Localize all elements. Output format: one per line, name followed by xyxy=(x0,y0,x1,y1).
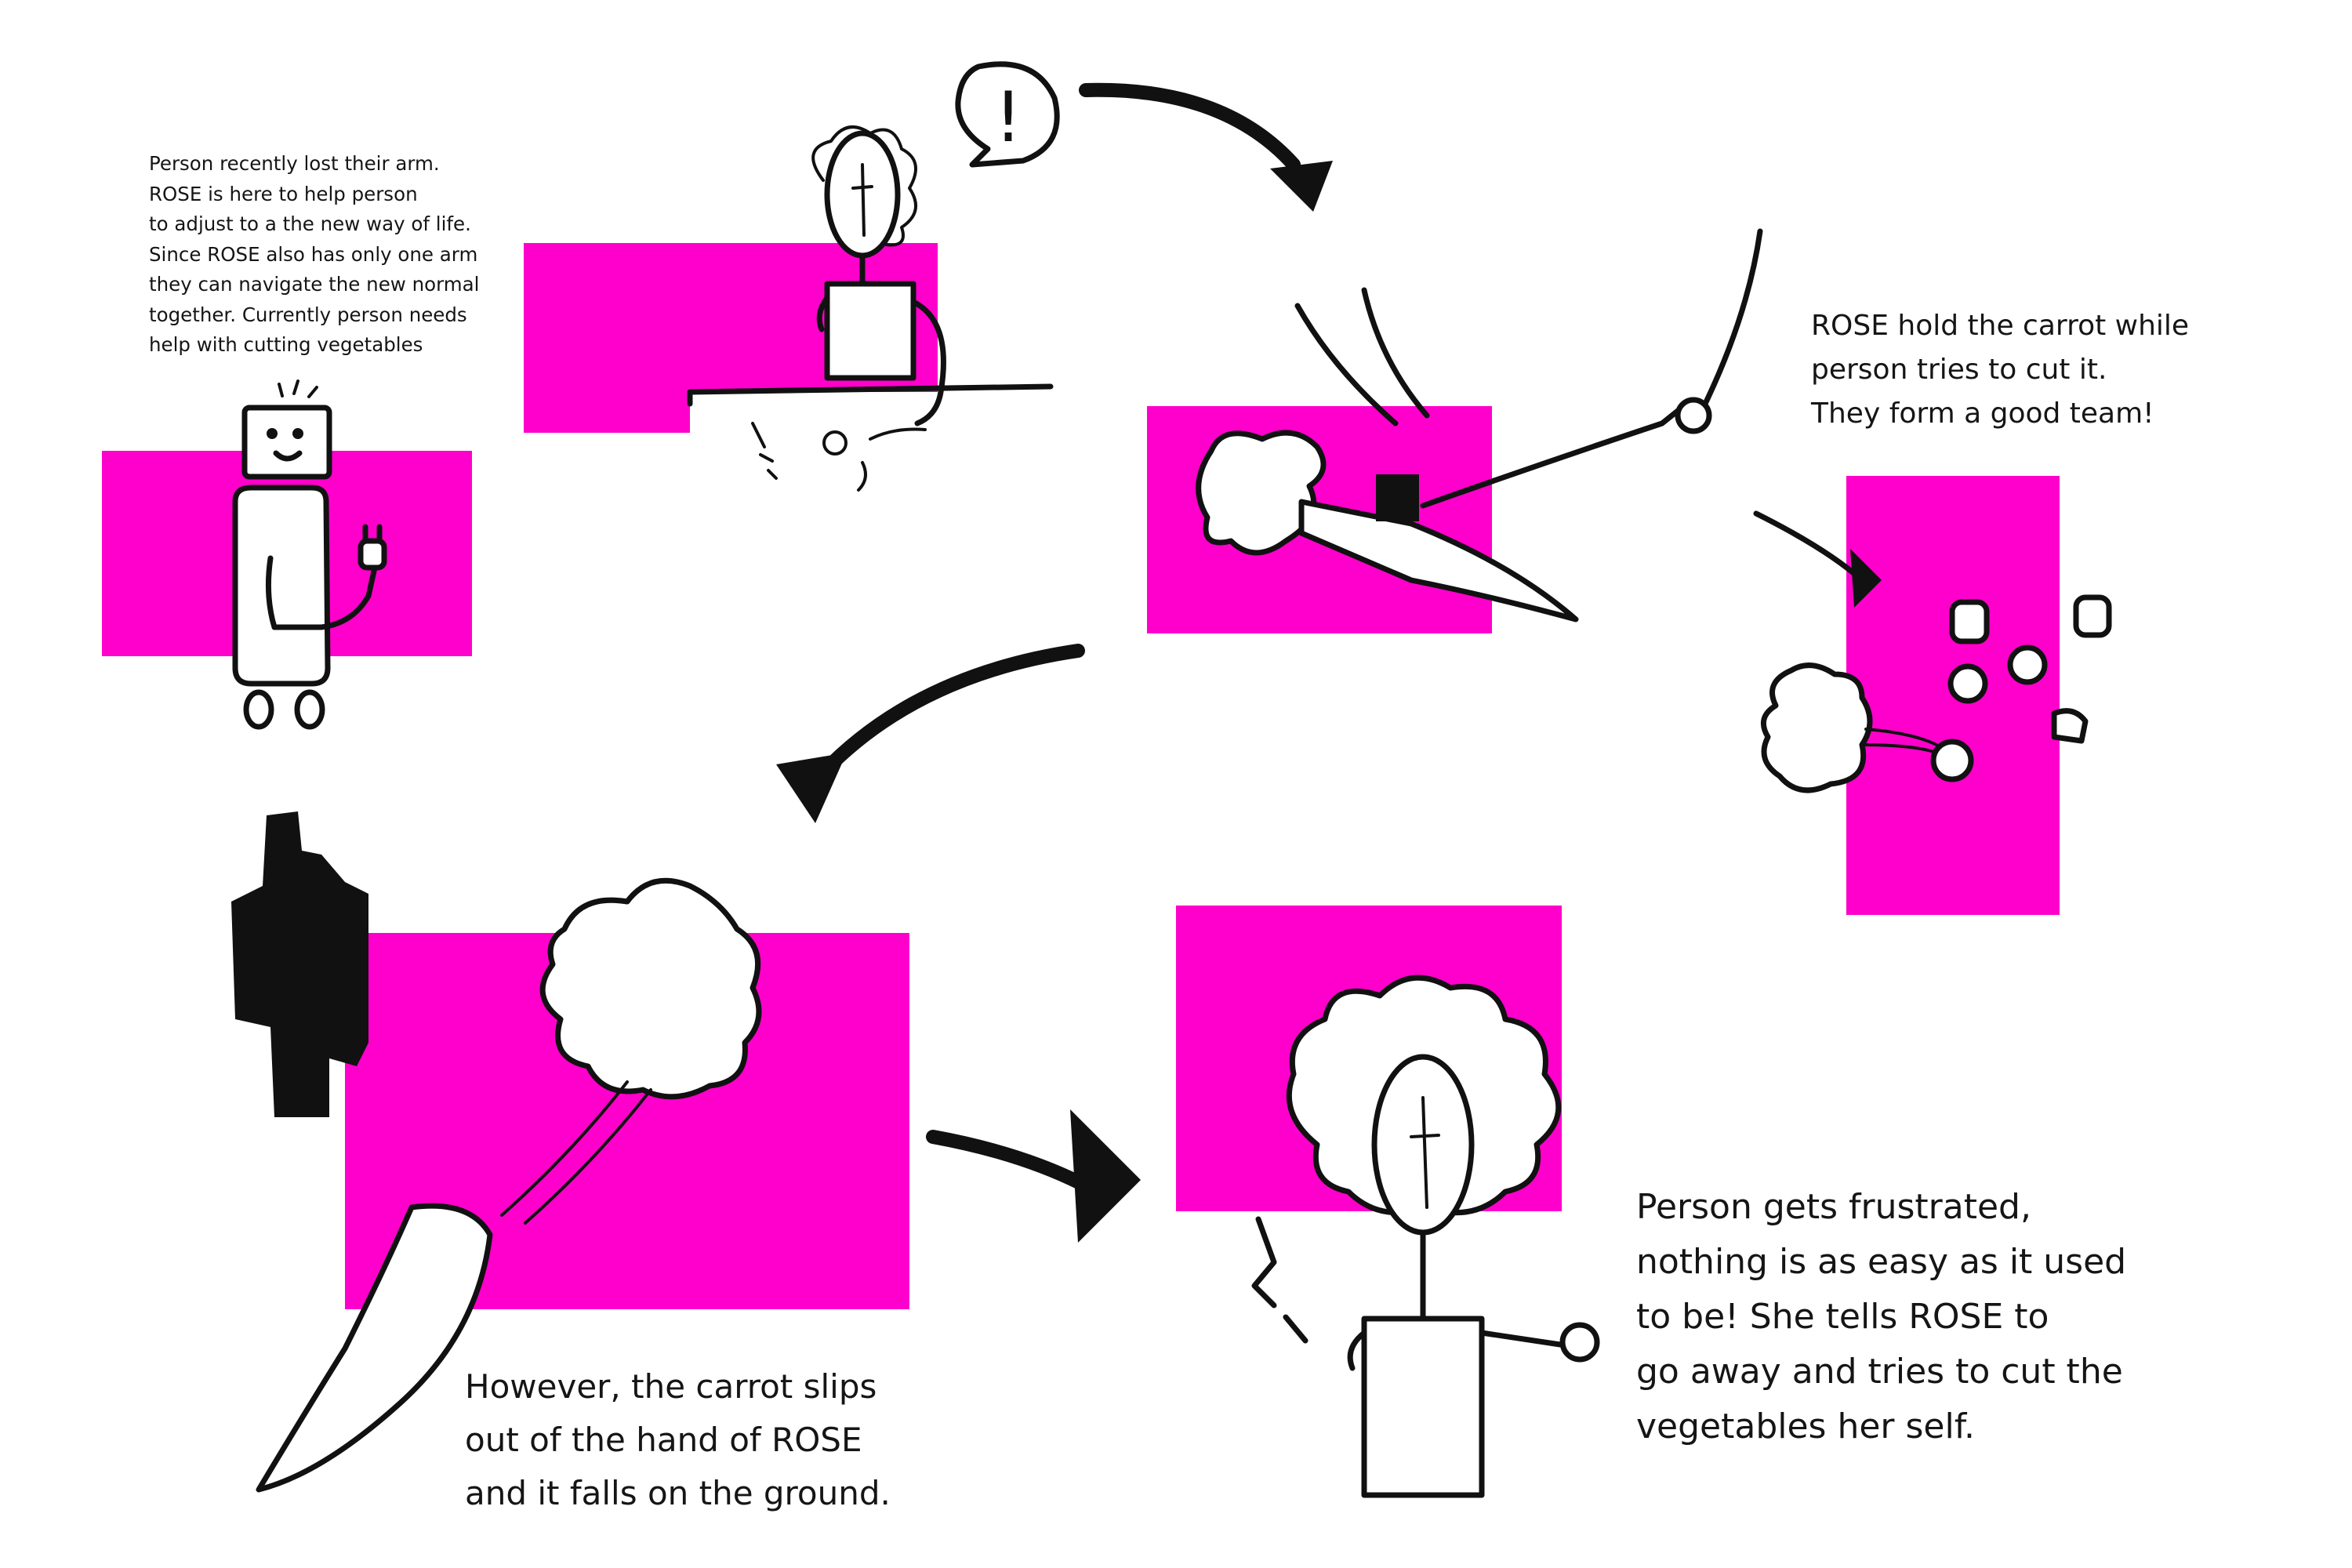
speech-bubble-icon: ! xyxy=(955,61,1060,168)
robot-icon xyxy=(232,379,387,730)
panel-rose-intro xyxy=(102,379,472,730)
panel-chopped-vegetables xyxy=(1753,476,2112,915)
panel-person-table: ! xyxy=(524,61,1060,492)
caption-slip: However, the carrot slips out of the han… xyxy=(465,1367,891,1512)
panel-cutting-carrot xyxy=(1147,228,1763,633)
person-icon xyxy=(811,125,946,426)
carrot-icon xyxy=(1298,499,1579,622)
panel-carrot-slips xyxy=(231,811,909,1493)
knife-icon xyxy=(1376,228,1763,521)
speech-bubble-symbol: ! xyxy=(994,77,1022,158)
person-icon xyxy=(1251,975,1600,1498)
caption-team: ROSE hold the carrot while person tries … xyxy=(1811,310,2190,430)
arrow-icon xyxy=(776,644,1085,823)
arrow-icon xyxy=(1079,82,1333,212)
panel-person-frustrated xyxy=(1176,906,1600,1498)
carrot-icon xyxy=(256,1080,652,1493)
caption-frustrated: Person gets frustrated, nothing is as ea… xyxy=(1636,1187,2127,1446)
caption-intro: Person recently lost their arm. ROSE is … xyxy=(149,152,480,356)
arrow-icon xyxy=(926,1109,1141,1243)
vegetables-icon xyxy=(751,422,927,492)
